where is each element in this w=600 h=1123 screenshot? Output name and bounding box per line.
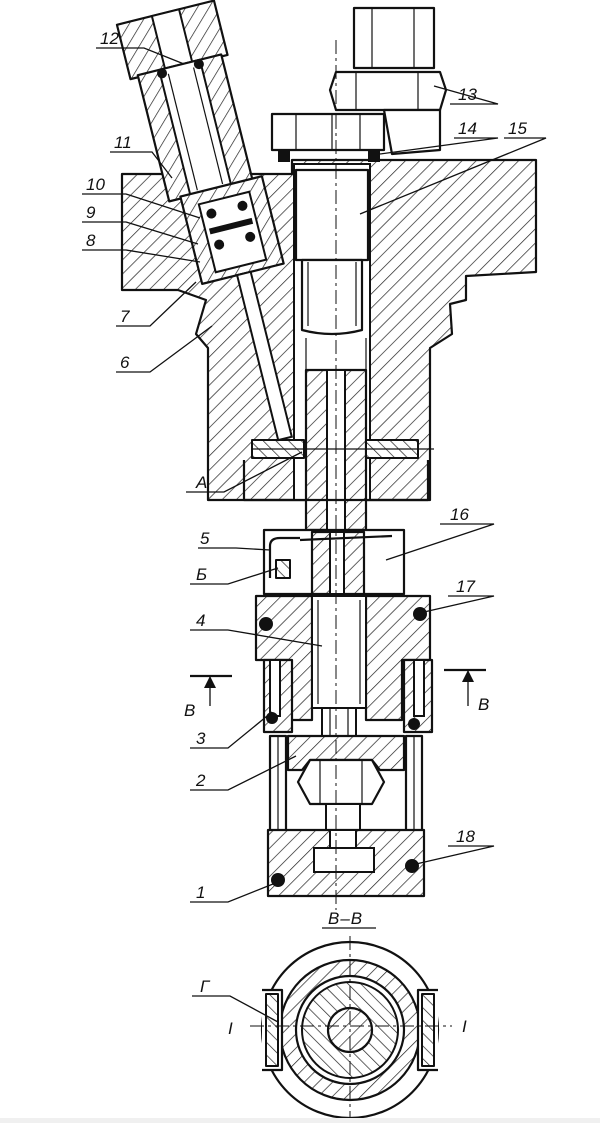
leader-lines [82, 47, 547, 1023]
lower-frame [266, 734, 426, 898]
label-11: 11 [114, 133, 132, 152]
label-18: 18 [456, 827, 475, 846]
bottom-edge [0, 1118, 600, 1123]
axis-label-right: I [462, 1017, 467, 1036]
label-10: 10 [86, 175, 105, 194]
middle-section [262, 528, 406, 596]
label-5: 5 [200, 529, 210, 548]
label-15: 15 [508, 119, 527, 138]
label-arrow-right: В [478, 695, 489, 714]
section-title: В–В [328, 909, 363, 928]
label-13: 13 [458, 85, 477, 104]
label-17: 17 [456, 577, 475, 596]
label-6: 6 [120, 353, 130, 372]
label-zone-a: А [195, 473, 207, 492]
label-zone-b: Б [196, 565, 207, 584]
axis-label-left: I [228, 1019, 233, 1038]
label-16: 16 [450, 505, 469, 524]
fitting-13 [328, 6, 448, 156]
label-1: 1 [196, 883, 205, 902]
label-arrow-left: В [184, 701, 195, 720]
label-9: 9 [86, 203, 96, 222]
label-zone-g: Г [200, 977, 211, 996]
label-8: 8 [86, 231, 96, 250]
label-3: 3 [196, 729, 206, 748]
section-view-bb [250, 936, 452, 1120]
lower-body [254, 594, 434, 765]
label-7: 7 [120, 307, 130, 326]
section-arrows [190, 668, 486, 706]
label-4: 4 [196, 611, 205, 630]
inlet-fitting-12 [115, 0, 294, 442]
part-labels: 12 11 10 9 8 7 6 13 14 15 А 5 Б 4 В 3 2 … [86, 29, 527, 1038]
label-12: 12 [100, 29, 119, 48]
label-14: 14 [458, 119, 477, 138]
label-2: 2 [195, 771, 206, 790]
